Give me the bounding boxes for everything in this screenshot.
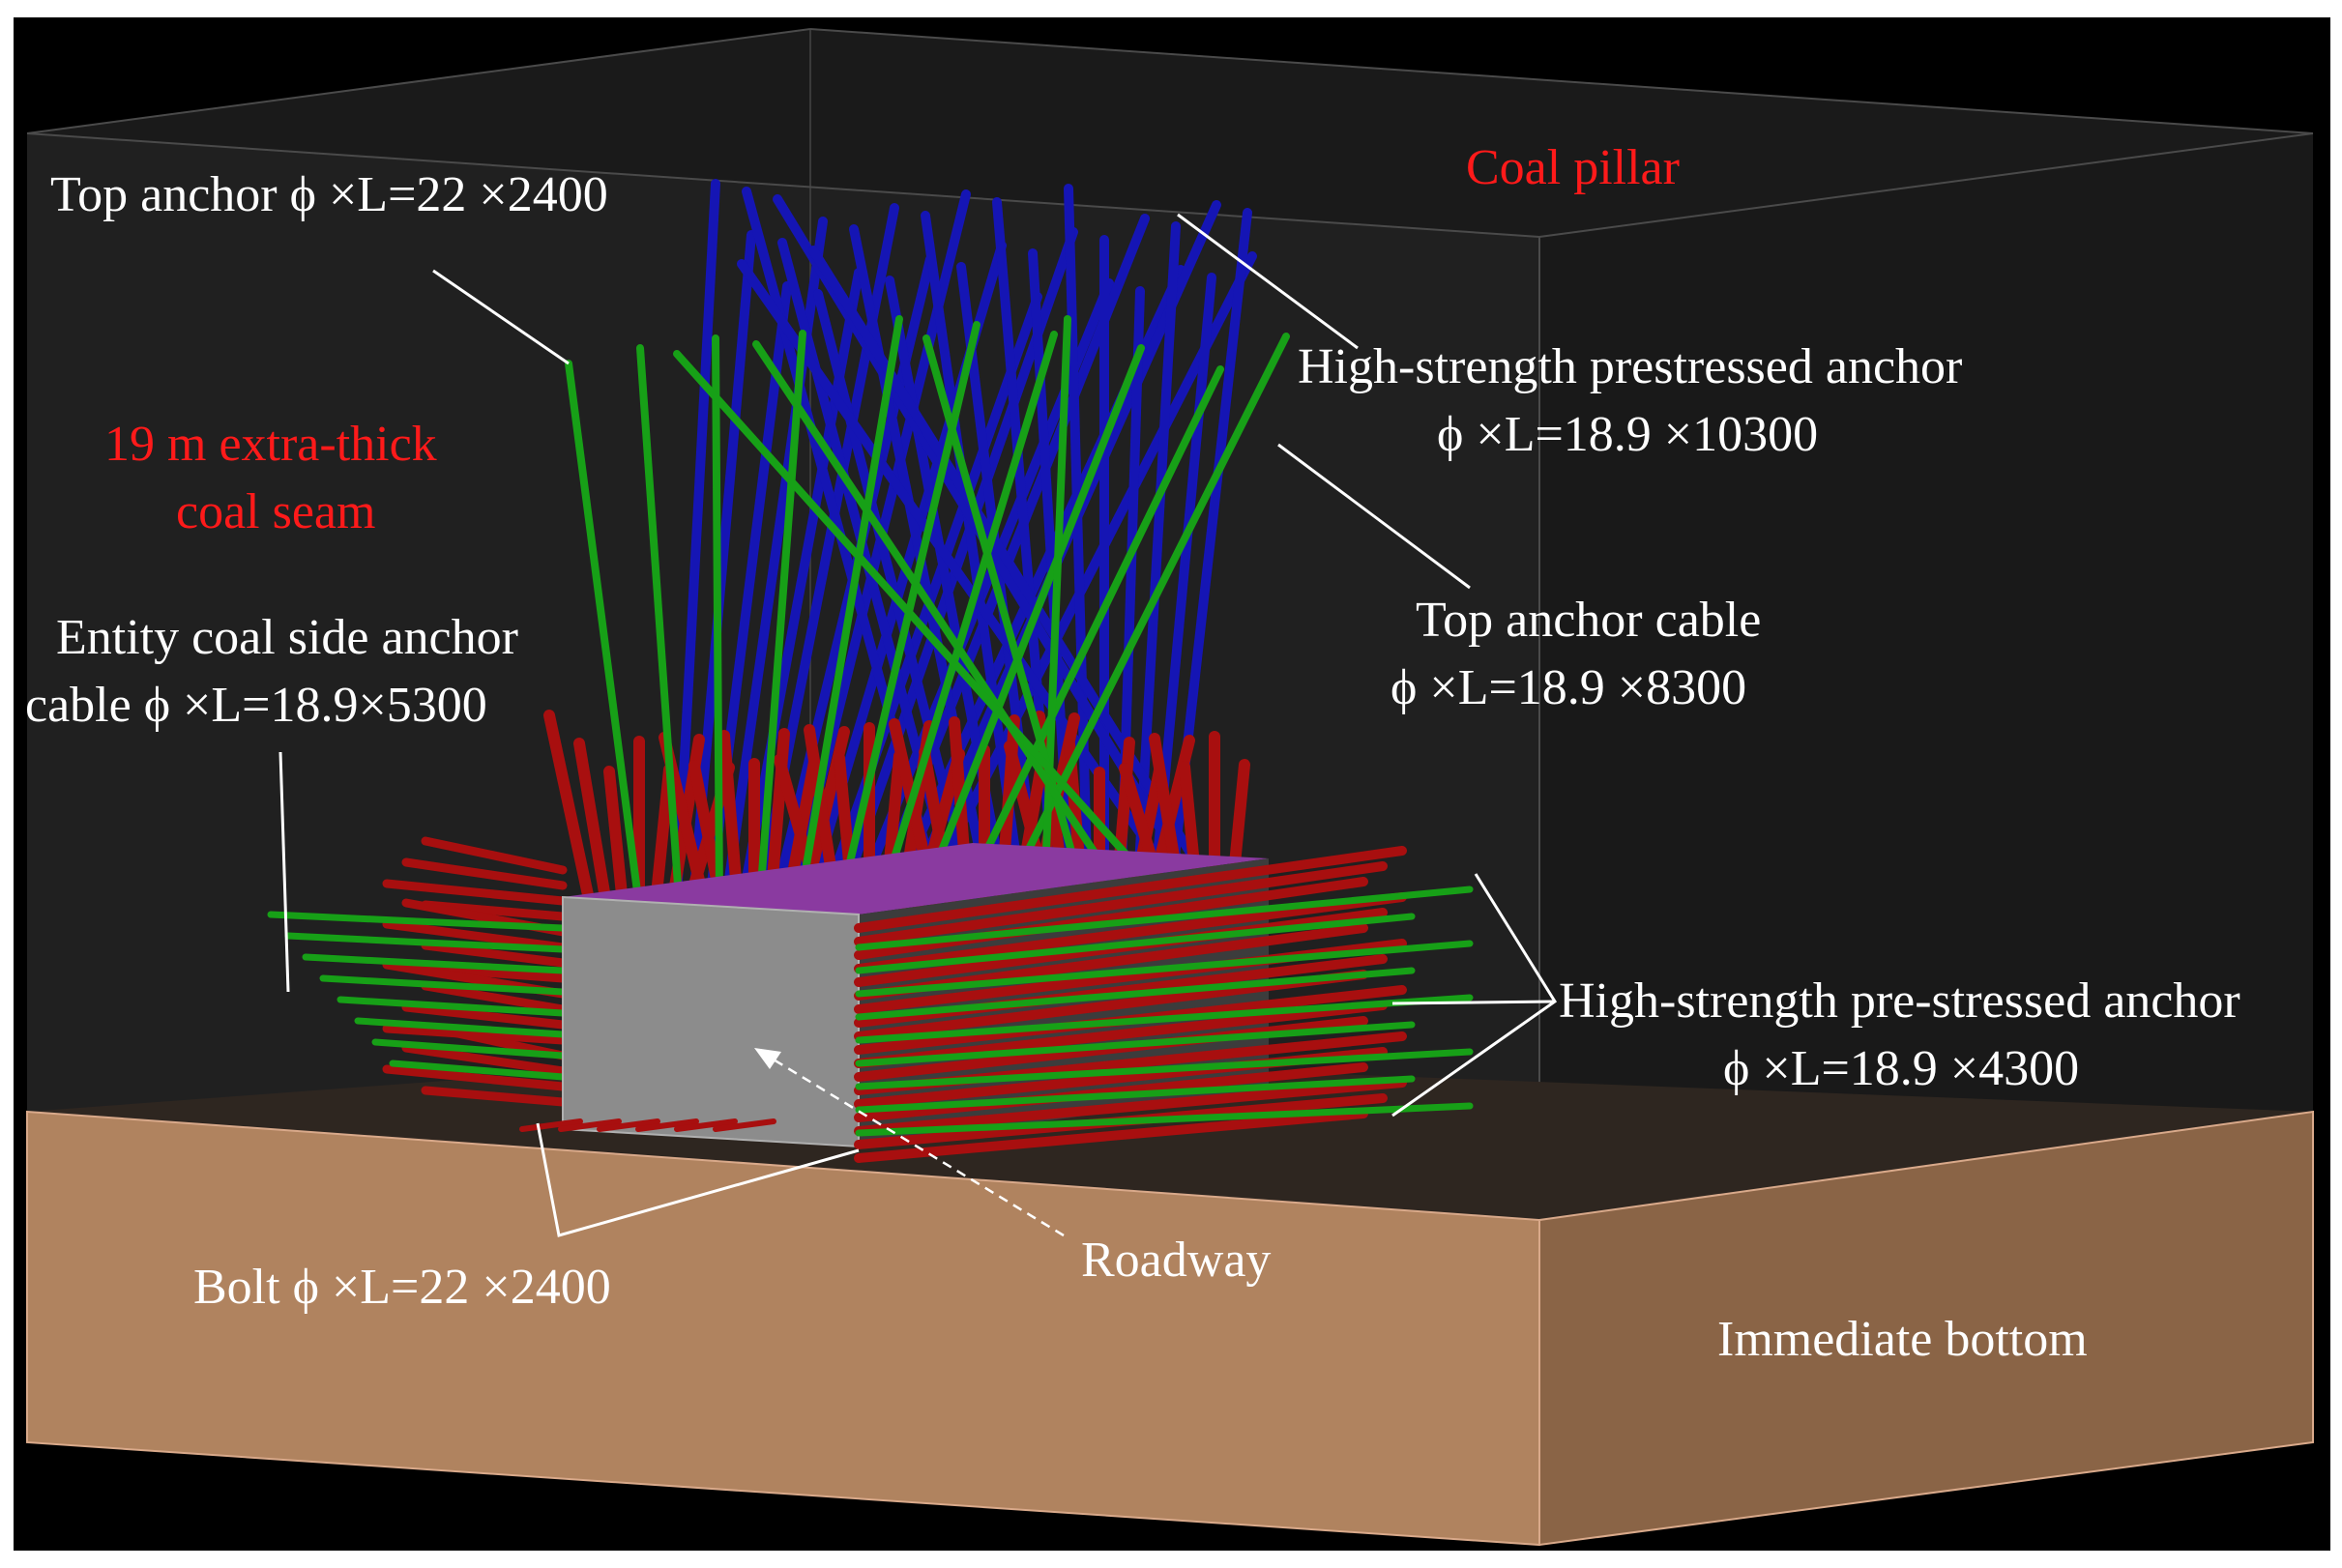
roof-bolt-rod [543, 710, 596, 910]
top-anchor-cable-rod [756, 330, 806, 903]
prestressed-anchor-rod [919, 251, 1257, 904]
immediate-bottom-label: Immediate bottom [1717, 1312, 2088, 1367]
floor-bolt-rod [519, 1118, 583, 1132]
left-side-cable-rod [319, 974, 567, 996]
right-side-anchor-rod [855, 913, 1416, 974]
top-anchor-cable-rod [565, 360, 642, 903]
bolt-label: Bolt ϕ ×L=22 ×2400 [193, 1260, 611, 1315]
prestressed-anchor-rod [737, 259, 1191, 904]
left-side-cable-rod [371, 1038, 567, 1060]
left-side-bolt-rod [382, 879, 568, 906]
left-side-cable-rod [267, 911, 567, 932]
left-side-bolt-rod [401, 857, 568, 890]
leader-hs-prestressed [1177, 213, 1359, 350]
top-anchor-cable-rod [1040, 315, 1071, 903]
top-anchor-cable-rod [797, 315, 903, 903]
entity-coal-side-anchor-label-line2: cable ϕ ×L=18.9×5300 [25, 678, 487, 733]
entity-coal-side-anchor-label-line1: Entity coal side anchor [56, 610, 518, 665]
roof-bolt-rod [573, 738, 612, 910]
support-rods-back [267, 179, 1290, 1107]
top-anchor-cable-rod [636, 344, 683, 903]
top-anchor-cable-rod [959, 365, 1224, 903]
top-anchor-cable-rod [752, 340, 1129, 903]
left-side-bolt-rod [401, 1043, 568, 1076]
left-side-cable-rod [354, 1017, 567, 1038]
left-side-cable-rod [302, 953, 567, 974]
right-side-anchor-rod [855, 940, 1474, 998]
top-anchor-cable-label-line2: ϕ ×L=18.9 ×8300 [1391, 660, 1746, 715]
roof-bolt-rod [650, 764, 675, 910]
leader-lines [278, 213, 1558, 1237]
floor-bolt-rod [635, 1118, 699, 1132]
right-side-anchor-rod [855, 1075, 1416, 1114]
hs-pre-stressed-anchor-label-line2: ϕ ×L=18.9 ×4300 [1723, 1041, 2079, 1096]
right-side-bolt-rod [854, 1001, 1388, 1068]
hs-prestressed-anchor-label-line2: ϕ ×L=18.9 ×10300 [1437, 407, 1818, 462]
leader-entity-cable [278, 751, 290, 993]
top-anchor-cable-label-line1: Top anchor cable [1416, 593, 1761, 648]
floor-bolt-rod [713, 1118, 776, 1132]
right-side-bolt-rod [854, 1109, 1368, 1163]
floor-bolt-rod [558, 1118, 622, 1132]
leader-roadway [763, 1052, 1065, 1237]
prestressed-anchor-rod [672, 179, 720, 904]
leader-top-anchor [432, 269, 570, 365]
floor-bolt-rod [674, 1118, 738, 1132]
coal-pillar-label: Coal pillar [1466, 140, 1680, 195]
top-anchor-cable-rod [878, 331, 1058, 903]
left-side-bolt-rod [421, 1086, 568, 1107]
left-side-cable-rod [284, 932, 567, 953]
leader-hs-pre-stressed-mid [1391, 1000, 1556, 1005]
right-side-bolt-rod [854, 1078, 1407, 1136]
coal-seam-label-line2: coal seam [176, 484, 375, 539]
left-side-bolt-rod [401, 1002, 568, 1030]
left-side-bolt-rod [421, 981, 568, 1014]
left-side-cable-rod [337, 996, 567, 1017]
right-side-anchor-rod [855, 1021, 1416, 1067]
left-side-bolt-rod [382, 919, 568, 952]
top-anchor-cable-rod [919, 344, 1145, 903]
right-side-bolt-rod [854, 861, 1388, 946]
right-side-anchor-rod [855, 1048, 1474, 1090]
leader-top-cable [1277, 443, 1471, 590]
top-anchor-cable-rod [922, 334, 1089, 903]
right-side-anchor-rod [855, 1102, 1474, 1137]
roadway-arrowhead [754, 1048, 781, 1069]
coal-seam-label-line1: 19 m extra-thick [104, 417, 437, 472]
right-side-anchor-rod [855, 967, 1416, 1021]
support-rods-front [519, 846, 1474, 1163]
top-anchor-label: Top anchor ϕ ×L=22 ×2400 [50, 167, 608, 222]
hs-pre-stressed-anchor-label-line1: High-strength pre-stressed anchor [1559, 973, 2240, 1029]
right-side-bolt-rod [854, 892, 1407, 973]
right-side-bolt-rod [854, 877, 1368, 960]
right-side-anchor-rod [855, 994, 1474, 1044]
left-side-cable-rod [389, 1060, 567, 1081]
top-anchor-cable-rod [712, 334, 723, 903]
left-side-bolt-rod [421, 836, 568, 875]
right-side-bolt-rod [854, 846, 1407, 933]
right-side-anchor-rod [855, 886, 1474, 951]
left-side-bolt-rod [421, 941, 568, 968]
top-anchor-cable-rod [673, 350, 1170, 903]
roadway-label: Roadway [1081, 1233, 1271, 1288]
leader-bolt [536, 1122, 860, 1237]
prestressed-anchor-rod [1064, 184, 1093, 904]
floor-bolt-rod [597, 1118, 660, 1132]
left-side-bolt-rod [382, 1064, 568, 1091]
roof-bolt-rod [603, 766, 629, 910]
hs-prestressed-anchor-label-line1: High-strength prestressed anchor [1298, 339, 1962, 394]
